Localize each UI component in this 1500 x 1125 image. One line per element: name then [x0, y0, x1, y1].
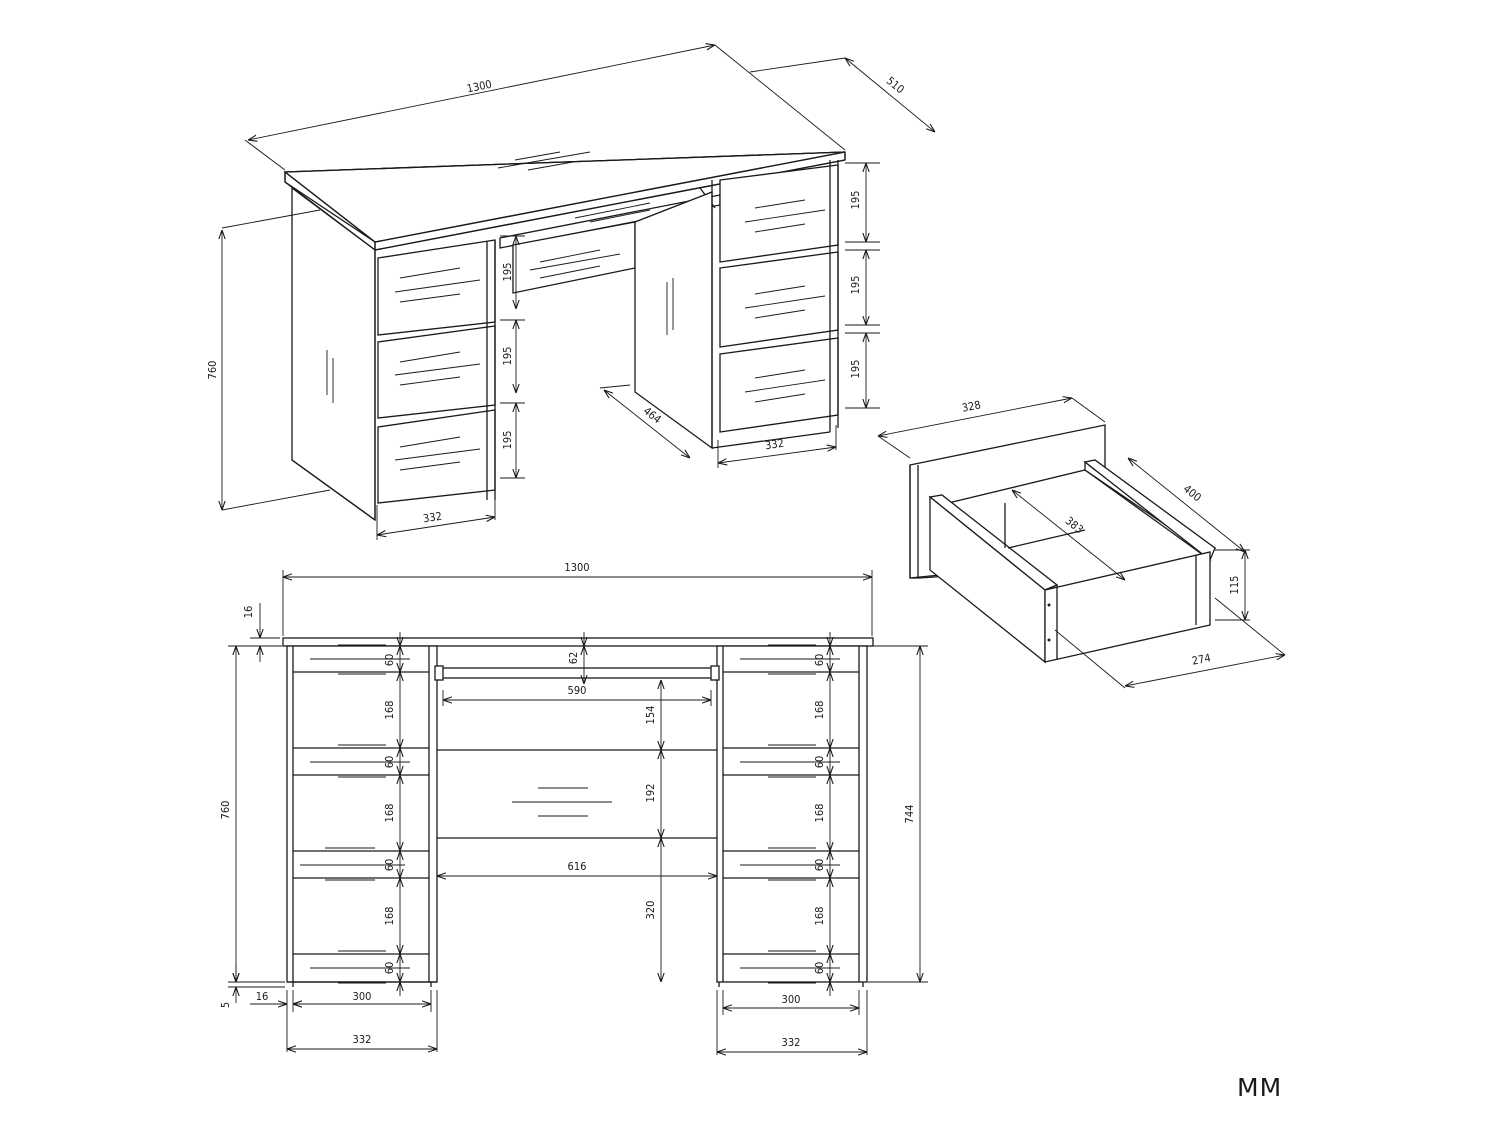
drawer-inner-width-label: 274	[1191, 651, 1212, 667]
right-drawer-width-label: 300	[782, 993, 801, 1006]
knee-height-label: 320	[644, 901, 657, 920]
left-pedestal-width-label: 332	[353, 1033, 372, 1046]
right-front-1-label: 60	[813, 654, 826, 667]
units-label: MM	[1237, 1073, 1282, 1102]
iso-right-drawer-dims: 195 195 195	[845, 162, 880, 409]
top-thickness-label: 16	[242, 606, 255, 619]
keyboard-gap-label: 62	[567, 652, 580, 665]
keyboard-width-label: 590	[568, 684, 587, 697]
left-gap-3-label: 168	[383, 907, 396, 926]
knee-width-label: 616	[568, 860, 587, 873]
drawer-height-label: 115	[1228, 576, 1241, 595]
left-front-drawers	[293, 644, 429, 984]
left-gap-2-label: 168	[383, 804, 396, 823]
left-pedestal-drawers	[377, 239, 496, 504]
side-thickness-label: 16	[256, 990, 269, 1003]
right-front-drawers	[723, 644, 859, 984]
right-front-4-label: 60	[813, 962, 826, 975]
left-front-3-label: 60	[383, 859, 396, 872]
front-keyboard-tray	[439, 667, 715, 679]
right-front-2-label: 60	[813, 756, 826, 769]
iso-left-pedestal-label: 332	[422, 510, 443, 526]
right-stack-dims: 60 168 60 168 60 168 60	[813, 632, 830, 996]
iso-height-label: 760	[206, 361, 219, 380]
left-drawer-width-label: 300	[353, 990, 372, 1003]
front-height-label: 760	[219, 801, 232, 820]
iso-right-drawer-1-label: 195	[849, 191, 862, 210]
iso-left-drawer-3-label: 195	[501, 431, 514, 450]
iso-width-label: 1300	[466, 78, 493, 96]
drawer-length-label: 400	[1181, 482, 1204, 504]
iso-right-pedestal-label: 332	[764, 437, 785, 453]
right-gap-2-label: 168	[813, 804, 826, 823]
drawer-detail-view: 328 400 383 115 274	[878, 398, 1285, 689]
left-front-1-label: 60	[383, 654, 396, 667]
drawer-front-width-label: 328	[961, 398, 982, 414]
center-dims: 62 590 154 192 320 616	[437, 632, 717, 982]
iso-right-drawer-3-label: 195	[849, 360, 862, 379]
bottom-dims: 5 16 300 332 300 332	[219, 966, 868, 1055]
front-desk-top	[282, 637, 874, 647]
iso-left-drawer-dims: 195 195 195	[500, 235, 525, 479]
plinth-label: 5	[219, 1002, 232, 1008]
iso-right-drawer-2-label: 195	[849, 276, 862, 295]
right-gap-1-label: 168	[813, 701, 826, 720]
panel-height-label: 192	[644, 784, 657, 803]
iso-left-drawer-1-label: 195	[501, 263, 514, 282]
panel-top-label: 154	[644, 706, 657, 725]
left-front-2-label: 60	[383, 756, 396, 769]
left-pedestal-side	[291, 186, 376, 522]
left-gap-1-label: 168	[383, 701, 396, 720]
front-elevation-view: 1300 16 760 744 60 168 60	[219, 561, 928, 1055]
right-front-3-label: 60	[813, 859, 826, 872]
right-pedestal-drawers	[711, 160, 839, 449]
inner-height-label: 744	[903, 805, 916, 824]
front-width-label: 1300	[564, 561, 589, 574]
left-stack-dims: 60 168 60 168 60 168 60	[383, 632, 400, 996]
right-pedestal-width-label: 332	[782, 1036, 801, 1049]
isometric-desk-view: 1300 510 760 195 195 195	[206, 45, 935, 540]
iso-left-drawer-2-label: 195	[501, 347, 514, 366]
left-front-4-label: 60	[383, 962, 396, 975]
right-gap-3-label: 168	[813, 907, 826, 926]
